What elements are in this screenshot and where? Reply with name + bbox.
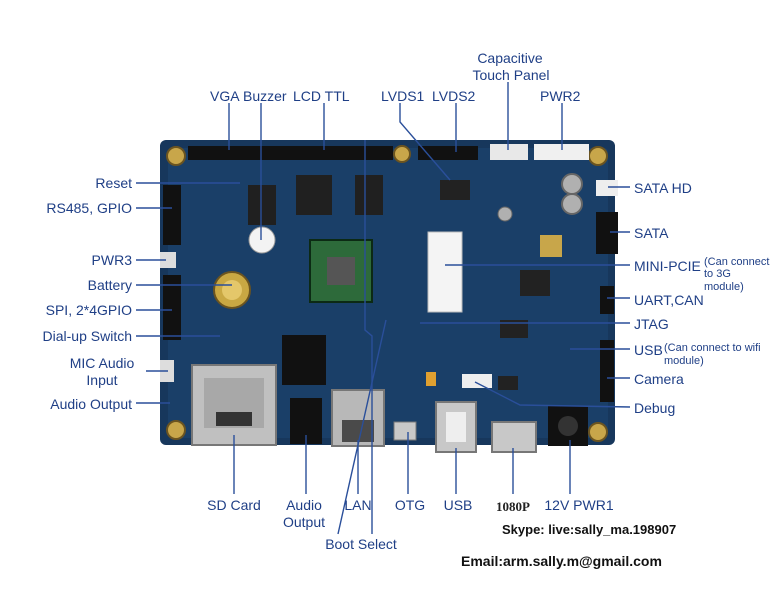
label-sata-hd: SATA HD <box>634 180 692 196</box>
label-boot-select: Boot Select <box>325 536 397 552</box>
label-lvds1: LVDS1 <box>381 88 425 104</box>
pwr2-connector <box>534 144 589 160</box>
label-otg: OTG <box>394 497 426 513</box>
label-pwr2: PWR2 <box>540 88 581 104</box>
label-sata: SATA <box>634 225 669 241</box>
label-debug: Debug <box>634 400 676 416</box>
label-uart-can: UART,CAN <box>634 292 704 308</box>
label-capacitive: Capacitive <box>477 50 543 66</box>
label-lvds2: LVDS2 <box>432 88 476 104</box>
label-usb-right: USB <box>634 342 663 358</box>
lvds-header <box>418 146 478 160</box>
label-mic-audio: MIC Audio <box>69 355 135 371</box>
note-mini-pcie-3: module) <box>704 281 744 293</box>
email-contact: Email:arm.sally.m@gmail.com <box>461 553 662 569</box>
label-battery: Battery <box>87 277 132 293</box>
skype-contact: Skype: live:sally_ma.198907 <box>502 522 677 537</box>
label-output: Output <box>282 514 326 530</box>
touch-connector <box>490 144 528 160</box>
note-usb-1: (Can connect to wifi <box>664 342 761 354</box>
label-sd-card: SD Card <box>207 497 261 513</box>
label-lan: LAN <box>344 497 372 513</box>
mount-hole-icon <box>166 146 186 166</box>
leader-lines <box>136 82 631 535</box>
spi-header <box>163 275 181 340</box>
mount-hole-icon <box>166 420 186 440</box>
label-touch-panel: Touch Panel <box>472 67 550 83</box>
rs485-header <box>163 185 181 245</box>
note-mini-pcie-1: (Can connect <box>704 256 770 268</box>
mini-pcie-slot <box>427 231 463 313</box>
label-pwr3: PWR3 <box>91 252 132 268</box>
sata-connector <box>596 212 618 254</box>
ram-chip <box>296 175 332 215</box>
label-vga: VGA <box>210 88 240 104</box>
mount-hole-icon <box>588 146 608 166</box>
sata-hd-connector <box>596 180 618 196</box>
label-12v-pwr1: 12V PWR1 <box>544 497 614 513</box>
label-reset: Reset <box>95 175 132 191</box>
label-audio: Audio <box>286 497 322 513</box>
label-audio-output: Audio Output <box>50 396 132 412</box>
note-usb-2: module) <box>664 355 704 367</box>
hdmi-port <box>491 421 537 453</box>
label-buzzer: Buzzer <box>243 88 287 104</box>
otg-port <box>393 421 417 441</box>
buzzer-icon <box>248 226 276 254</box>
note-mini-pcie-2: to 3G <box>704 268 731 280</box>
label-usb-bottom: USB <box>443 497 473 513</box>
label-mini-pcie: MINI-PCIE <box>634 258 701 274</box>
label-dialup-switch: Dial-up Switch <box>42 328 132 344</box>
lcd-header <box>188 146 393 160</box>
label-spi-gpio: SPI, 2*4GPIO <box>45 302 132 318</box>
label-1080p: 1080P <box>496 499 530 514</box>
camera-header <box>600 340 614 402</box>
label-lcd-ttl: LCD TTL <box>293 88 350 104</box>
label-jtag: JTAG <box>634 316 669 332</box>
label-rs485-gpio: RS485, GPIO <box>46 200 132 216</box>
label-camera: Camera <box>634 371 684 387</box>
mount-hole-icon <box>588 422 608 442</box>
label-input: Input <box>86 372 118 388</box>
